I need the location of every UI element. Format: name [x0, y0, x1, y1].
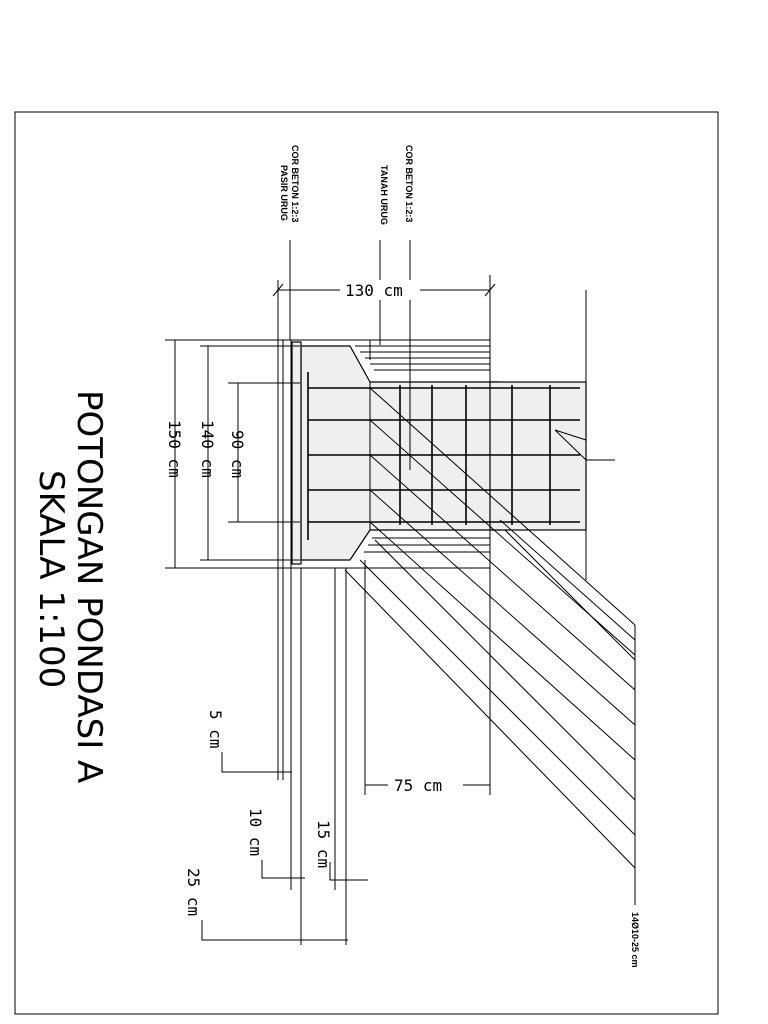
dim-75-label: 75 cm	[394, 776, 442, 795]
dim-5: 5 cm	[206, 568, 292, 780]
sheet-border	[14, 111, 719, 1015]
column	[489, 290, 615, 580]
dim-90: 90 cm	[228, 382, 300, 523]
dim-150-label: 150 cm	[165, 420, 184, 478]
dim-15: 15 cm	[314, 568, 368, 945]
dim-90-label: 90 cm	[228, 430, 247, 478]
dim-150: 150 cm	[165, 339, 278, 569]
dim-75: 75 cm	[364, 560, 491, 795]
dim-10-label: 10 cm	[246, 808, 265, 856]
dim-15-label: 15 cm	[314, 820, 333, 868]
foundation-footing	[291, 341, 501, 565]
backfill-hatch	[355, 345, 490, 553]
dim-140-label: 140 cm	[198, 420, 217, 478]
drawing-title: POTONGAN PONDASI A	[69, 390, 109, 783]
dim-25: 25 cm	[184, 868, 348, 941]
dim-10: 10 cm	[246, 568, 305, 945]
drawing-scale: SKALA 1:100	[31, 470, 71, 688]
dim-130: 130 cm	[272, 275, 496, 340]
dim-140: 140 cm	[198, 345, 300, 561]
label-cor-beton-b: COR BETON 1:2:3	[404, 145, 414, 222]
label-pasir-urug: PASIR URUG	[279, 165, 289, 221]
dim-5-label: 5 cm	[206, 710, 225, 749]
label-tanah-urug: TANAH URUG	[379, 165, 389, 225]
label-cor-beton-a: COR BETON 1:2:3	[290, 145, 300, 222]
rebar-mesh	[307, 372, 580, 540]
dim-25-label: 25 cm	[184, 868, 203, 916]
label-rebar-spec: 14Ø10-25 cm	[630, 912, 640, 968]
dim-130-label: 130 cm	[345, 281, 403, 300]
